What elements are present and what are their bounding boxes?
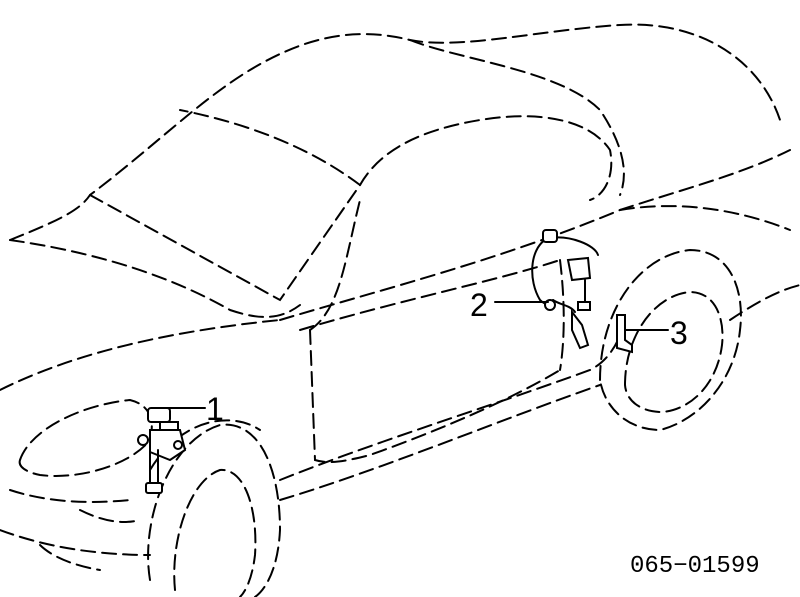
front-wheel [147,419,282,597]
callout-1: 1 [206,391,224,427]
front-height-sensor [137,407,187,494]
callout-3: 3 [670,315,688,351]
rear-bracket [616,314,633,354]
diagram-code: 065−01599 [630,553,760,580]
callout-2: 2 [470,287,488,323]
rear-wheel [598,248,742,432]
wiring-sensor-assembly [531,229,599,350]
car-body-outline [0,23,800,571]
callout-leaders [164,301,669,409]
